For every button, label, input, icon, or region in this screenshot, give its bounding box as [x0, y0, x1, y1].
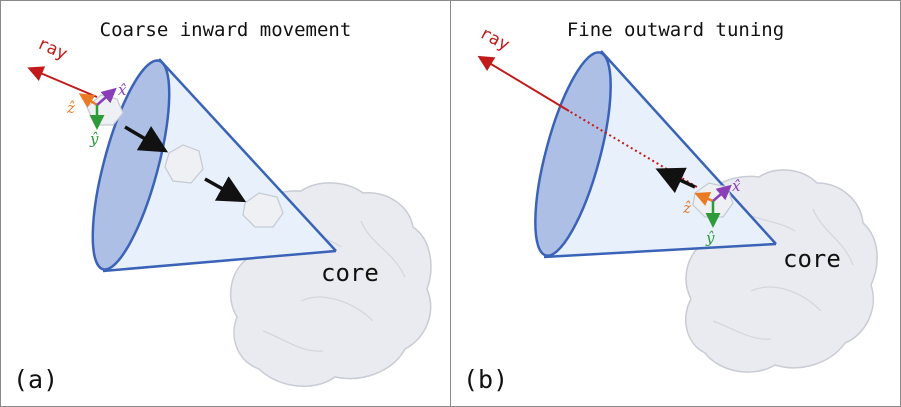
motion-arrow-1	[124, 125, 169, 153]
motion-arrow	[655, 167, 696, 194]
core-label: core	[321, 259, 379, 287]
fragment-end	[242, 192, 284, 228]
panel-a-diagram: ray x̂ ẑ ŷ core	[27, 34, 432, 388]
core-label: core	[783, 245, 841, 273]
cone-edge-top	[158, 58, 337, 252]
axis-z-arrow	[78, 93, 98, 108]
ray-arrow	[27, 66, 98, 98]
cone-edge-bottom	[102, 249, 337, 273]
axis-y-label: ŷ	[89, 130, 99, 148]
cone-edge-top	[600, 50, 777, 245]
panel-a-title: Coarse inward movement	[99, 19, 352, 41]
panel-a: ray x̂ ẑ ŷ core Coarse inward movement (…	[1, 1, 451, 406]
axis-y-label: ŷ	[705, 229, 715, 247]
ray-arrow	[477, 55, 570, 112]
axis-z-arrow	[694, 192, 714, 206]
axis-z-label: ẑ	[682, 199, 691, 217]
cone-edge-bottom	[543, 242, 777, 259]
panel-a-tag: (a)	[13, 365, 59, 394]
cone-base	[534, 51, 612, 257]
fragment-middle	[164, 144, 204, 184]
panel-b: ray x̂ ẑ ŷ core Fine outward tuning (b)	[451, 1, 900, 406]
panel-b-diagram: ray x̂ ẑ ŷ core	[476, 23, 878, 373]
axis-x-arrow	[712, 184, 732, 202]
axis-z-label: ẑ	[66, 99, 75, 117]
panel-b-title: Fine outward tuning	[566, 19, 785, 41]
axis-x-label: x̂	[732, 177, 741, 195]
axis-x-arrow	[96, 87, 117, 106]
panel-b-tag: (b)	[463, 365, 509, 394]
axis-x-label: x̂	[118, 81, 127, 99]
motion-arrow-2	[204, 176, 247, 203]
